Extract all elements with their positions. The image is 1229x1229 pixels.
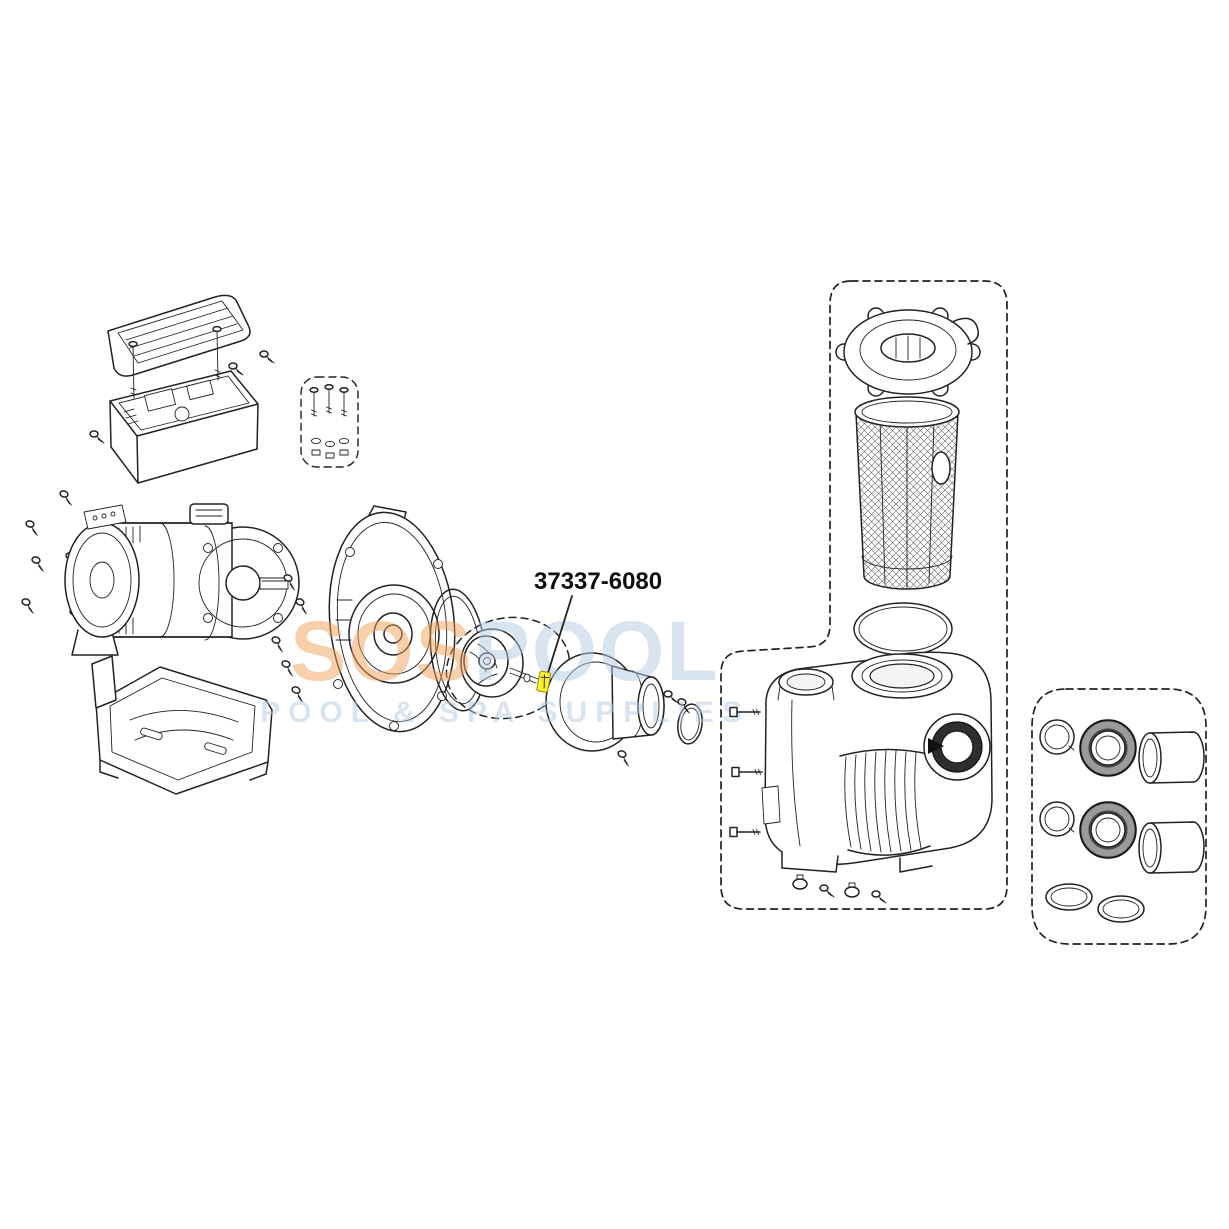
drive-assembly [89, 325, 275, 484]
tank-section [720, 280, 1008, 910]
watermark-brand: SOSPOOL [290, 604, 719, 698]
part-number-label: 37337-6080 [534, 568, 662, 595]
union-kit-outline [1031, 688, 1207, 945]
drive-cover [107, 294, 251, 377]
clip-marker [928, 738, 944, 754]
union-kit [1031, 688, 1207, 945]
diffuser [545, 652, 694, 767]
impeller-group [445, 616, 571, 720]
seal-plate [328, 505, 456, 733]
tank-section-outline [720, 280, 1008, 910]
retaining-ring-1 [1039, 719, 1075, 755]
hardware-kit [300, 376, 359, 468]
shaft-seal-highlight [536, 670, 552, 693]
union-nut-1 [1079, 719, 1137, 777]
tank-oring [853, 602, 953, 656]
union-adapter-2 [1138, 821, 1205, 874]
strainer-basket [854, 396, 960, 590]
drain-plugs [792, 874, 887, 904]
union-oring-1 [1045, 883, 1093, 911]
retaining-ring-2 [1039, 801, 1075, 837]
union-oring-2 [1097, 895, 1145, 923]
union-adapter-1 [1138, 731, 1205, 784]
watermark: SOSPOOL POOL & SPA SUPPLIES [260, 604, 750, 729]
watermark-tagline: POOL & SPA SUPPLIES [260, 696, 750, 729]
pump-base [91, 655, 273, 795]
pump-housing [761, 651, 993, 873]
strainer-lid [835, 307, 981, 397]
motor [64, 503, 300, 656]
diffuser-oring [677, 703, 703, 745]
watermark-brand-prefix: SOS [290, 604, 473, 698]
part-callout: 37337-6080 [534, 568, 662, 693]
union-nut-2 [1079, 801, 1137, 859]
watermark-brand-suffix: POOL [474, 604, 720, 698]
highlight-marker [536, 670, 552, 693]
